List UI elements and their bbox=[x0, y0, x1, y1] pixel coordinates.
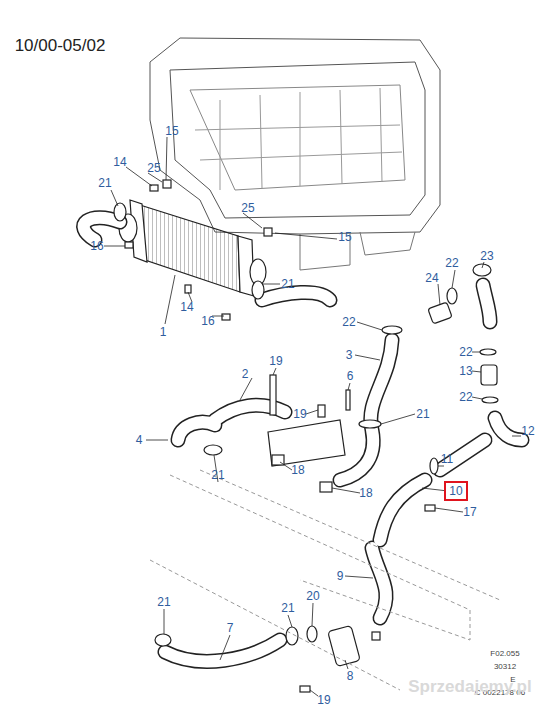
callout-number: 22 bbox=[342, 316, 355, 328]
callout-number: 15 bbox=[165, 125, 178, 137]
callout-number: 21 bbox=[416, 408, 429, 420]
callout-number: 22 bbox=[459, 346, 472, 358]
callout-number: 6 bbox=[347, 370, 354, 382]
callout-number: 10 bbox=[449, 485, 462, 497]
callout-number: 19 bbox=[269, 355, 282, 367]
callout-number: 21 bbox=[211, 469, 224, 481]
callout-number: 15 bbox=[338, 231, 351, 243]
callout-number: 13 bbox=[459, 365, 472, 377]
callout-number: 22 bbox=[445, 257, 458, 269]
callout-number: 18 bbox=[291, 464, 304, 476]
callout-number: 1 bbox=[160, 326, 167, 338]
callout-number: 18 bbox=[359, 487, 372, 499]
callout-number: 21 bbox=[98, 177, 111, 189]
callout-number: 16 bbox=[201, 315, 214, 327]
callout-number: 3 bbox=[346, 349, 353, 361]
date-range: 10/00-05/02 bbox=[15, 37, 106, 54]
reference-code: 30312 bbox=[494, 663, 516, 671]
callout-number: 19 bbox=[317, 694, 330, 706]
callout-number: 25 bbox=[241, 202, 254, 214]
callout-number: 21 bbox=[281, 278, 294, 290]
callout-number: 20 bbox=[306, 590, 319, 602]
callout-number: 14 bbox=[180, 301, 193, 313]
callout-number: 21 bbox=[157, 596, 170, 608]
reference-code: F02.055 bbox=[490, 650, 519, 658]
watermark: Sprzedajemy.pl bbox=[408, 678, 531, 695]
callout-number: 23 bbox=[480, 250, 493, 262]
callout-number: 7 bbox=[227, 622, 234, 634]
callout-number: 12 bbox=[521, 425, 534, 437]
callout-number: 9 bbox=[337, 570, 344, 582]
callout-number: 17 bbox=[463, 506, 476, 518]
callout-number: 24 bbox=[425, 272, 438, 284]
callout-number: 16 bbox=[90, 240, 103, 252]
callout-number: 22 bbox=[459, 391, 472, 403]
callout-number: 2 bbox=[242, 368, 249, 380]
callout-number: 4 bbox=[136, 434, 143, 446]
highlight-box: 10 bbox=[444, 481, 468, 501]
callout-number: 25 bbox=[147, 162, 160, 174]
callout-number: 19 bbox=[293, 408, 306, 420]
callout-number: 21 bbox=[281, 602, 294, 614]
callout-number: 11 bbox=[441, 453, 453, 465]
callout-number: 8 bbox=[347, 670, 354, 682]
callout-number: 14 bbox=[113, 156, 126, 168]
